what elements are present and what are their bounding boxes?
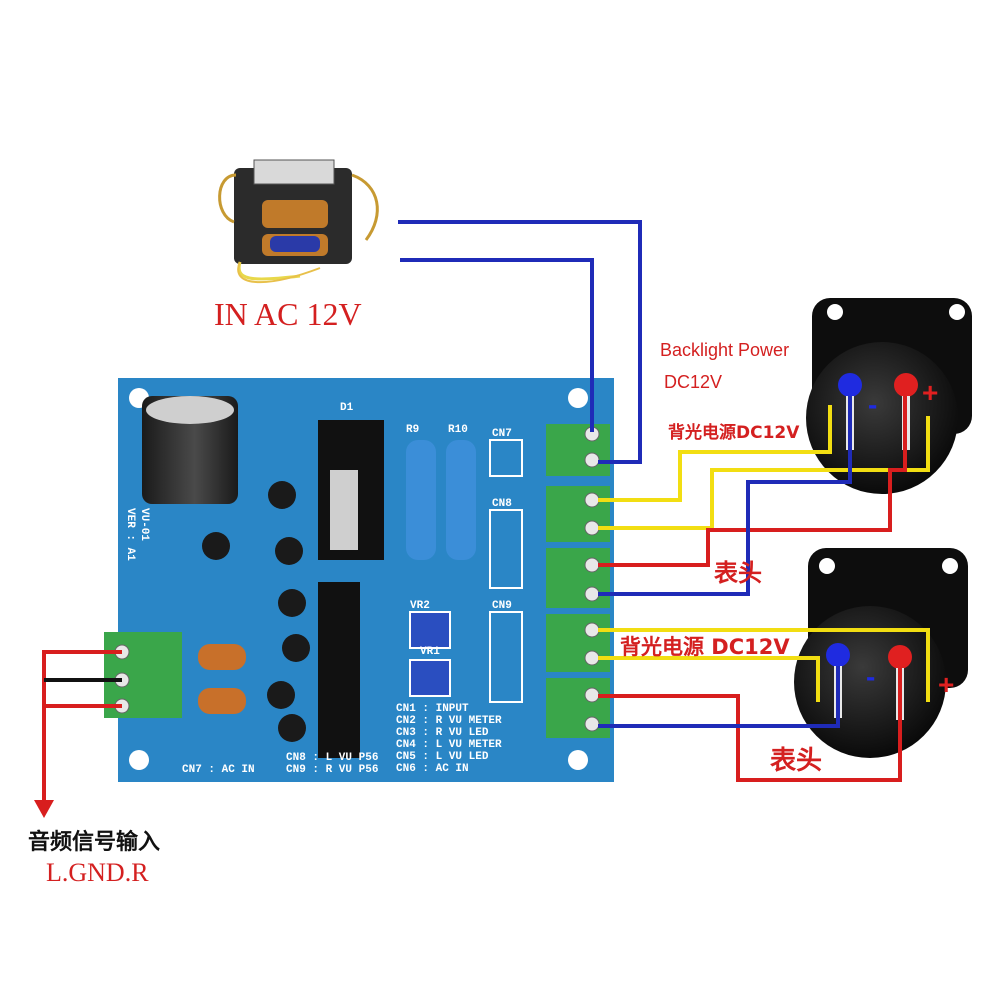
audio-input-label: 音频信号输入 bbox=[28, 830, 161, 855]
meter-top-plus-mark: + bbox=[922, 377, 938, 408]
connector-table-left-row: CN9 : R VU P56 bbox=[286, 764, 378, 776]
wire-meter-top-minus bbox=[598, 396, 852, 596]
audio-pins-label: L.GND.R bbox=[46, 858, 149, 887]
connector-table-left-row: CN8 : L VU P56 bbox=[286, 752, 378, 764]
wire-backlight-top-b bbox=[598, 416, 930, 530]
header-label-cn8: CN8 bbox=[492, 498, 512, 510]
connector-table-row: CN1 : INPUT bbox=[396, 703, 469, 715]
meter-head-label-bottom: 表头 bbox=[770, 746, 823, 776]
backlight-cn-label-bottom: 背光电源 DC12V bbox=[620, 635, 790, 659]
wire-meter-top-plus bbox=[598, 396, 907, 567]
wire-backlight-bottom-a bbox=[598, 628, 930, 702]
audio-arrow-head bbox=[34, 800, 54, 818]
connector-table-row: CN6 : AC IN bbox=[396, 763, 469, 775]
wire-meter-bottom-plus bbox=[598, 668, 902, 782]
diode-label: D1 bbox=[340, 402, 354, 414]
meter-bottom-minus-mark: - bbox=[866, 661, 875, 692]
wire-backlight-top-a bbox=[598, 405, 832, 502]
resistor-label-r9: R9 bbox=[406, 424, 419, 436]
wire-ac-2 bbox=[400, 258, 594, 432]
backlight-cn-label-top: 背光电源DC12V bbox=[668, 423, 800, 443]
connector-table-row: CN4 : L VU METER bbox=[396, 739, 502, 751]
backlight-power-label: Backlight Power bbox=[660, 340, 790, 360]
header-label-cn7: CN7 bbox=[492, 428, 512, 440]
vu-meter-top bbox=[806, 298, 972, 494]
meter-bottom-plus-mark: + bbox=[938, 669, 954, 700]
pcb-version-label: VER : A1 bbox=[124, 508, 136, 561]
backlight-dc-label: DC12V bbox=[664, 372, 723, 392]
transformer bbox=[218, 159, 379, 284]
header-label-cn9: CN9 bbox=[492, 600, 512, 612]
pcb-board bbox=[118, 378, 614, 782]
meter-top-minus-mark: - bbox=[868, 389, 877, 420]
connector-table-row: CN3 : R VU LED bbox=[396, 727, 489, 739]
pot-label-vr2: VR2 bbox=[410, 600, 430, 612]
ac-input-label: IN AC 12V bbox=[214, 296, 362, 332]
wire-ac-1 bbox=[398, 220, 642, 464]
pcb-footer-label: CN7 : AC IN bbox=[182, 764, 255, 776]
pot-label-vr1: VR1 bbox=[420, 646, 440, 658]
resistor-label-r10: R10 bbox=[448, 424, 468, 436]
connector-table-row: CN2 : R VU METER bbox=[396, 715, 502, 727]
meter-head-label-top: 表头 bbox=[714, 559, 762, 587]
wire-backlight-bottom-b bbox=[598, 656, 820, 702]
wire-meter-bottom-minus bbox=[598, 666, 840, 728]
wire-audio-l bbox=[42, 650, 122, 800]
terminal-blocks-right bbox=[546, 424, 610, 738]
pcb-model-label: VU-01 bbox=[138, 508, 150, 541]
connector-table-row: CN5 : L VU LED bbox=[396, 751, 489, 763]
